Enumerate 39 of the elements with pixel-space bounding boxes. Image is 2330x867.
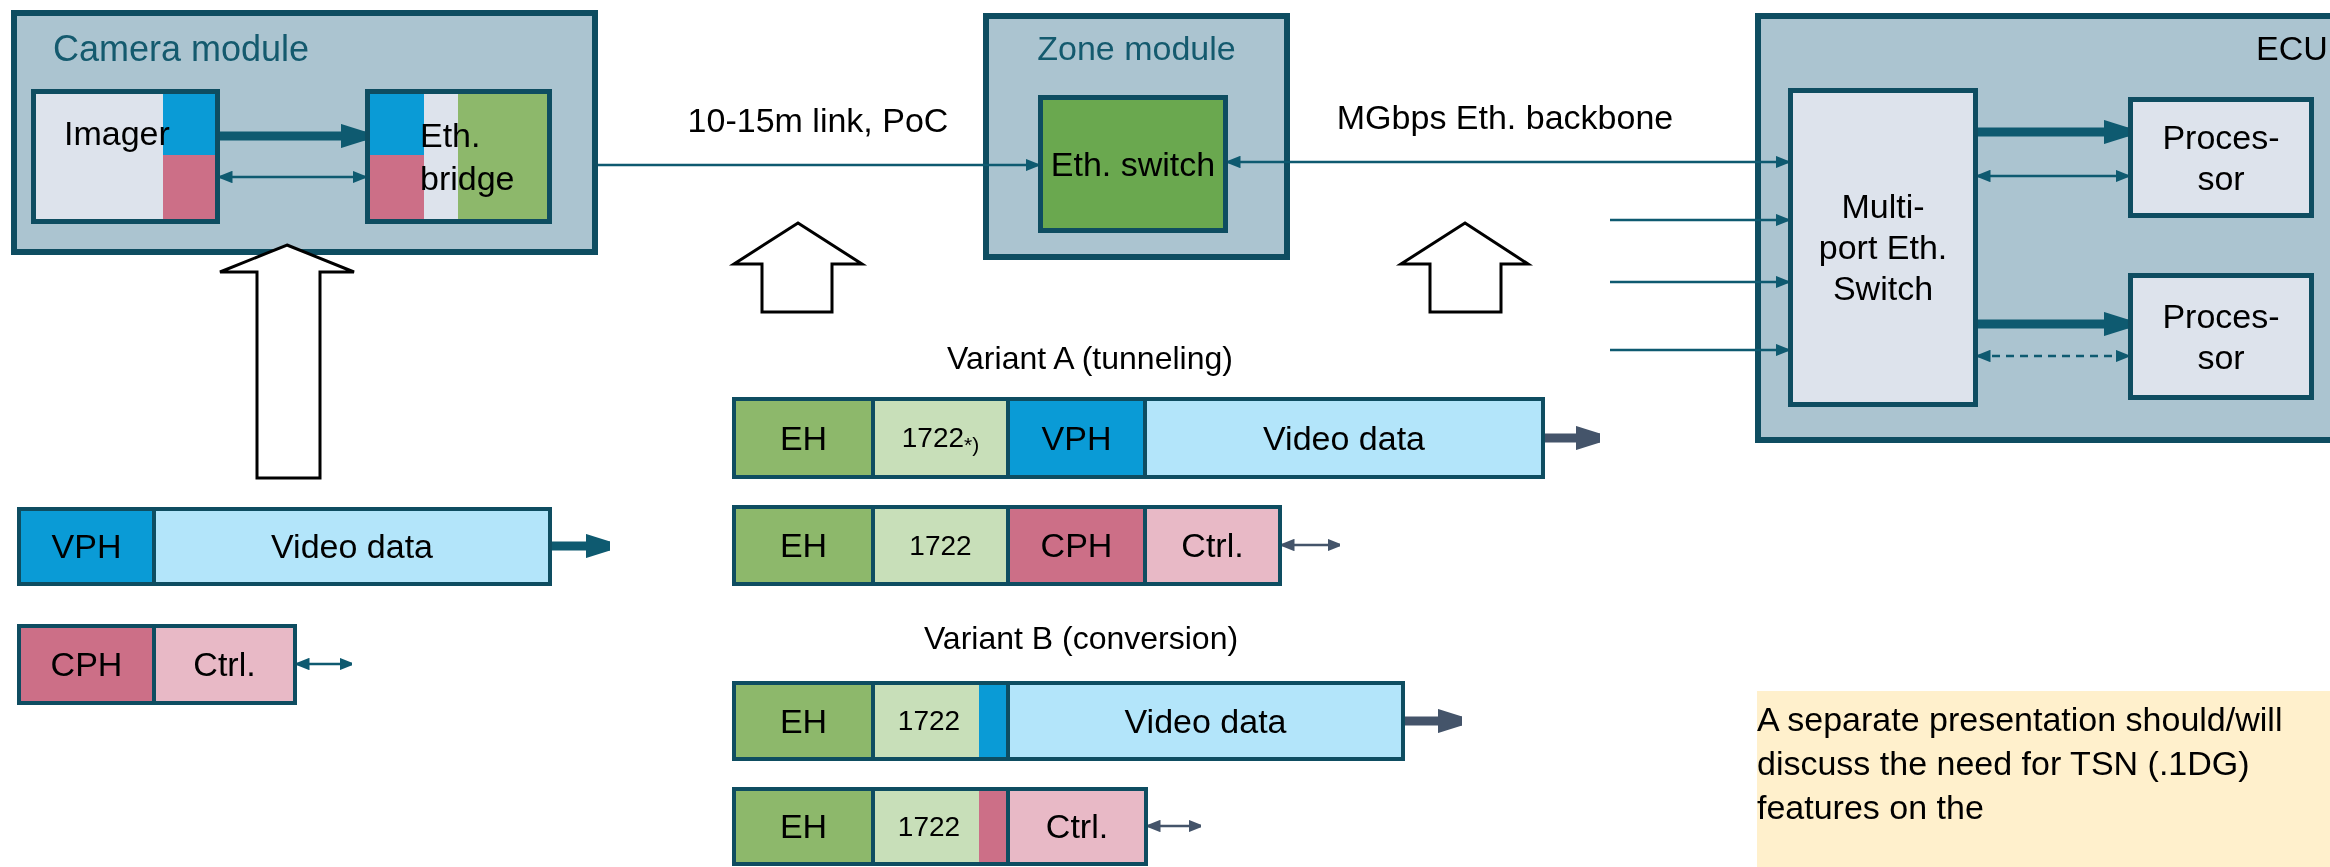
box-label: Proces- sor bbox=[2161, 116, 2281, 199]
processor-box bbox=[2128, 97, 2314, 218]
processor-box bbox=[2128, 273, 2314, 400]
module-box bbox=[11, 10, 598, 255]
module-box bbox=[983, 13, 1290, 260]
imager-box bbox=[31, 89, 220, 224]
variant-heading: Variant B (conversion) bbox=[923, 619, 1239, 658]
box-label: 1722$_{*)}$ bbox=[901, 421, 980, 455]
box-label: VPH bbox=[51, 526, 122, 567]
box-label: Video data bbox=[1124, 700, 1287, 742]
switch-box bbox=[1788, 88, 1978, 407]
module-title: Zone module bbox=[1037, 28, 1236, 69]
switch-box bbox=[1038, 95, 1228, 233]
box-label: Video data bbox=[1263, 417, 1425, 459]
box-label: Ctrl. bbox=[193, 644, 256, 685]
module-title: ECU bbox=[2256, 28, 2328, 69]
box-label: CPH bbox=[50, 644, 123, 685]
box-label: Eth. switch bbox=[1050, 143, 1216, 185]
module-title: Camera module bbox=[53, 27, 310, 71]
note-text: A separate presentation should/will discuss the need for TSN (.1DG) features on the bbox=[1757, 699, 2284, 829]
payload-cell bbox=[1006, 681, 1405, 761]
box-label: 1722 bbox=[909, 528, 972, 563]
box-label: EH bbox=[779, 525, 828, 566]
module-box bbox=[1755, 13, 2330, 443]
box-label: 1722 bbox=[897, 704, 961, 738]
box-label: 1722 bbox=[897, 809, 961, 844]
box-label: CPH bbox=[1040, 525, 1113, 566]
box-label: Proces- sor bbox=[2161, 295, 2281, 378]
box-label: Ctrl. bbox=[1181, 525, 1244, 566]
box-label: EH bbox=[779, 700, 828, 742]
box-label: EH bbox=[779, 806, 828, 847]
payload-cell bbox=[1006, 787, 1148, 866]
box-label: VPH bbox=[1041, 417, 1112, 459]
variant-heading: Variant A (tunneling) bbox=[947, 339, 1233, 378]
box-label: Ctrl. bbox=[1045, 806, 1109, 847]
box-label: Video data bbox=[271, 526, 433, 567]
box-label: Multi- port Eth. Switch bbox=[1817, 186, 1949, 309]
box-label: EH bbox=[779, 417, 828, 459]
note-box bbox=[1757, 691, 2330, 867]
